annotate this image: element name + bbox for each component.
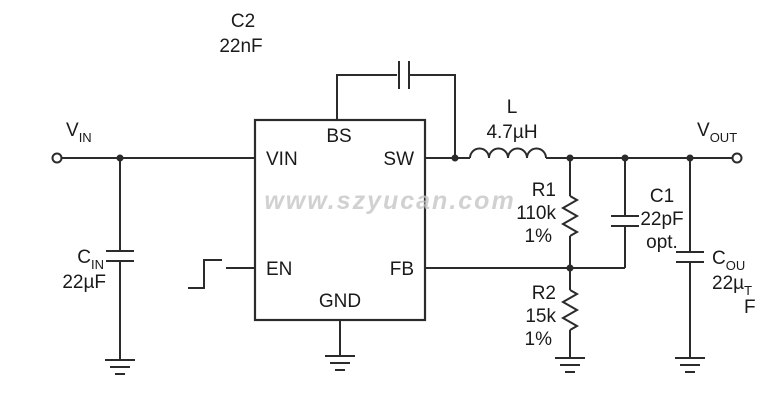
capacitor-c2-symbol [398,61,410,89]
c2-name-label: C2 [231,11,255,32]
cin-name-label: CIN [77,247,104,272]
cout-name-label: COU [712,248,745,273]
junction-dot [566,154,574,162]
cout-value-label: 22µT [712,273,752,298]
c1-value-label: 22pF [640,209,683,230]
vout-label: VOUT [697,120,737,145]
resistor-zigzag [560,289,580,331]
wire-segment-bs-to-c2 [336,74,397,120]
r1-tolerance-label: 1% [525,226,553,247]
ic-body [253,118,427,322]
ground-symbol-ic [325,355,355,371]
c2-value-label: 22nF [219,36,262,57]
ground-symbol-cout [675,357,705,373]
r2-name-label: R2 [532,283,556,304]
cout-value-tail-label: F [744,297,756,318]
capacitor-cout-symbol [676,251,704,263]
junction-dot [566,264,574,272]
ic-pin-en-label: EN [266,259,292,280]
ground-symbol-r2 [555,357,585,373]
vin-label: VIN [66,120,92,145]
junction-dot [621,154,629,162]
ic-pin-fb-label: FB [390,259,414,280]
junction-dot [686,154,694,162]
r1-name-label: R1 [532,180,556,201]
resistor-zigzag [560,195,580,237]
capacitor-c1-symbol [611,215,639,227]
resistor-r2-symbol [560,289,580,331]
inductor-name-label: L [507,97,518,118]
r2-tolerance-label: 1% [525,329,553,350]
ic-pin-bs-label: BS [326,126,351,147]
labels: VIN VOUT C2 22nF L 4.7µH R1 110k 1% R2 1… [62,11,755,350]
junction-dot [451,154,459,162]
capacitor-cin-symbol [106,250,134,262]
inductor-coil [469,147,547,159]
junction-dot [116,154,124,162]
watermark-text: www.szyucan.com [264,187,515,215]
wires [61,74,733,360]
cin-value-label: 22µF [62,272,106,293]
inductor-value-label: 4.7µH [486,122,537,143]
terminals [51,152,743,164]
ic-pin-vin-label: VIN [266,149,298,170]
step-waveform-icon [188,259,222,289]
ground-symbol-cin [105,359,135,375]
ic-regulator: VIN BS SW EN FB GND [253,118,427,322]
wire-segment-c2-to-sw [409,74,456,158]
r2-value-label: 15k [525,306,556,327]
enable-step-signal [188,259,222,289]
inductor-l-symbol [469,147,547,159]
ic-pin-sw-label: SW [383,149,414,170]
vout-terminal [731,152,743,164]
junction-dots [116,154,694,272]
r1-value-label: 110k [516,203,556,224]
ic-pin-gnd-label: GND [319,291,361,312]
c1-name-label: C1 [650,186,674,207]
resistor-r1-symbol [560,195,580,237]
vin-terminal [51,152,63,164]
c1-note-label: opt. [646,232,678,253]
